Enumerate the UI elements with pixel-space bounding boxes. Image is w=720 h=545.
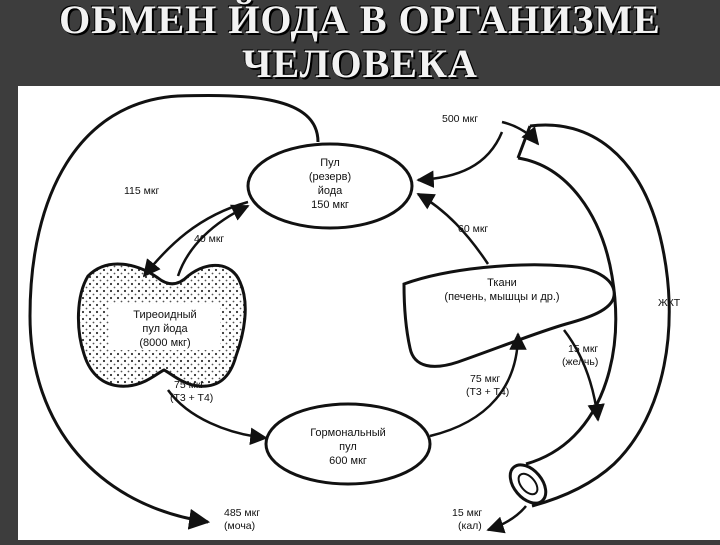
- gut-label: ЖКТ: [658, 297, 681, 309]
- iodine-pool-node: [246, 142, 414, 230]
- thyroid-to-pool-arrow: [176, 204, 250, 277]
- hormonal-label-3: 600 мкг: [329, 455, 367, 467]
- pool-label-3: йода: [318, 185, 343, 197]
- to-tissue-sub: (T3 + T4): [466, 386, 509, 398]
- gi-tract-opening-inner: [517, 472, 539, 496]
- thyroid-label-1: Тиреоидный: [133, 309, 196, 321]
- hormonal-label-2: пул: [339, 441, 357, 453]
- thyroid-out-label: 75 мкг: [174, 379, 204, 391]
- gi-tract-outer: [529, 123, 671, 508]
- feces-label: 15 мкг: [452, 507, 482, 519]
- urine-label: 485 мкг: [224, 507, 260, 519]
- tissue-to-pool-label: 60 мкг: [458, 223, 488, 235]
- hormonal-to-tissues-arrow: [429, 332, 527, 438]
- intake-to-pool-arrow: [416, 131, 504, 188]
- bile-sub: (желчь): [562, 356, 598, 368]
- thyroid-label-3: (8000 мкг): [139, 337, 190, 349]
- diagram-panel: Пул (резерв) йода 150 мкг Тиреоидный пул…: [18, 86, 720, 540]
- gi-tract-inner: [517, 156, 618, 466]
- tissues-label-1: Ткани: [487, 277, 517, 289]
- to-thyroid-label: 115 мкг: [124, 185, 159, 197]
- thyroid-label-bg: [110, 304, 220, 350]
- pool-label-2: (резерв): [309, 171, 351, 183]
- intake-label: 500 мкг: [442, 113, 478, 125]
- pool-label-4: 150 мкг: [311, 199, 349, 211]
- intake-arc: [28, 94, 320, 530]
- thyroid-label-2: пул йода: [142, 323, 188, 335]
- tissues-label-2: (печень, мышцы и др.): [444, 291, 559, 303]
- thyroid-out-sub: (T3 + T4): [170, 392, 213, 404]
- tissues-to-pool-arrow: [416, 192, 490, 265]
- thyroid-to-hormonal-arrow: [166, 389, 268, 446]
- bile-arrow: [563, 329, 605, 422]
- thyroid-to-pool-label: 40 мкг: [194, 233, 224, 245]
- to-tissue-label: 75 мкг: [470, 373, 500, 385]
- hormonal-label-1: Гормональный: [310, 427, 386, 439]
- slide-title-line2: ЧЕЛОВЕКА: [242, 41, 478, 86]
- urine-sub: (моча): [224, 520, 255, 532]
- feces-arrow: [486, 505, 527, 534]
- bile-label: 15 мкг: [568, 343, 598, 355]
- pool-label-1: Пул: [320, 157, 340, 169]
- slide-title-line1: ОБМЕН ЙОДА В ОРГАНИЗМЕ: [59, 0, 661, 42]
- tissues-liver-shape: [402, 263, 616, 368]
- intake-into-gut-arrow: [501, 120, 540, 146]
- feces-sub: (кал): [458, 520, 482, 532]
- iodine-metabolism-diagram: Пул (резерв) йода 150 мкг Тиреоидный пул…: [28, 94, 681, 534]
- gi-tract-opening: [508, 463, 548, 505]
